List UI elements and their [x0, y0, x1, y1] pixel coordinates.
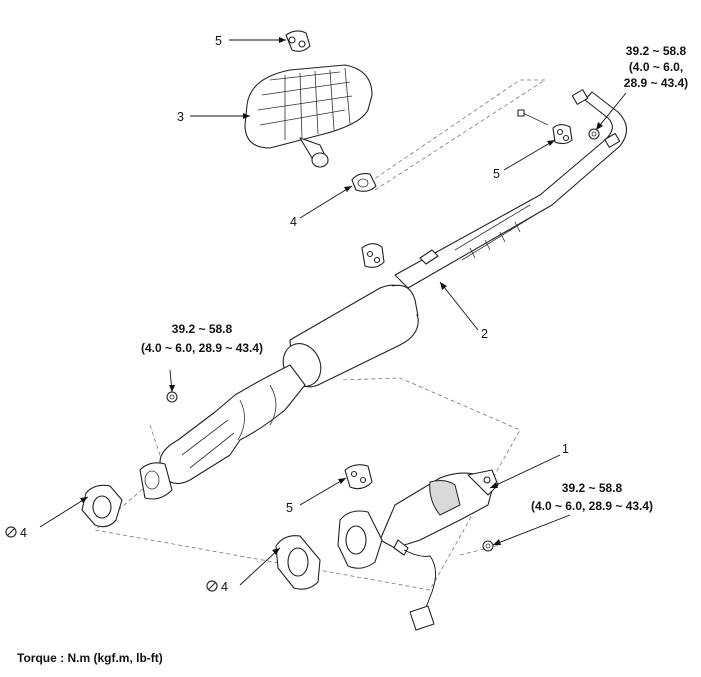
rubber-hanger-center	[361, 243, 385, 268]
leader-lines	[39, 37, 627, 586]
no-reuse-icon	[5, 526, 17, 538]
label-part5-right: 5	[493, 167, 500, 181]
torque-top-right-line2: (4.0 ~ 6.0,	[629, 60, 683, 74]
warm-up-catalytic-converter	[337, 469, 499, 631]
gasket-lower	[275, 535, 321, 590]
hanger-bolt	[517, 109, 549, 126]
center-muffler	[282, 284, 419, 388]
label-part5-top: 5	[215, 34, 222, 48]
label-part5-lower: 5	[286, 501, 293, 515]
gasket-left	[81, 484, 123, 528]
torque-middle-left-line2: (4.0 ~ 6.0, 28.9 ~ 43.4)	[141, 341, 263, 355]
gasket-upper	[351, 173, 377, 192]
assembly-guides	[94, 79, 548, 591]
middle-catalytic-converter	[139, 364, 306, 500]
torque-middle-left: 39.2 ~ 58.8 (4.0 ~ 6.0, 28.9 ~ 43.4)	[141, 322, 263, 355]
label-part3: 3	[177, 110, 184, 124]
label-part1: 1	[562, 442, 569, 456]
rear-muffler	[244, 64, 373, 168]
torque-middle-left-line1: 39.2 ~ 58.8	[172, 322, 233, 336]
nut-top-right	[588, 128, 600, 140]
torque-lower-right-line1: 39.2 ~ 58.8	[562, 481, 623, 495]
torque-unit-caption: Torque : N.m (kgf.m, lb-ft)	[17, 651, 163, 665]
label-part2: 2	[481, 327, 488, 341]
no-reuse-icon	[206, 580, 218, 592]
torque-top-right: 39.2 ~ 58.8 (4.0 ~ 6.0, 28.9 ~ 43.4)	[624, 44, 688, 90]
rubber-hanger-top	[285, 30, 311, 52]
rubber-hanger-right	[552, 124, 573, 145]
label-part4-left: 4	[20, 526, 27, 540]
torque-top-right-line1: 39.2 ~ 58.8	[626, 44, 687, 58]
hanger-bracket	[419, 249, 439, 265]
torque-lower-right-line2: (4.0 ~ 6.0, 28.9 ~ 43.4)	[531, 499, 653, 513]
label-part4-upper: 4	[290, 215, 297, 229]
rubber-hanger-lower	[344, 464, 373, 490]
center-pipe	[394, 89, 628, 289]
torque-lower-right: 39.2 ~ 58.8 (4.0 ~ 6.0, 28.9 ~ 43.4)	[531, 481, 653, 513]
nut-middle-left	[166, 391, 178, 403]
nut-lower-right	[482, 540, 494, 552]
torque-top-right-line3: 28.9 ~ 43.4)	[624, 76, 688, 90]
label-part4-lower: 4	[221, 580, 228, 594]
